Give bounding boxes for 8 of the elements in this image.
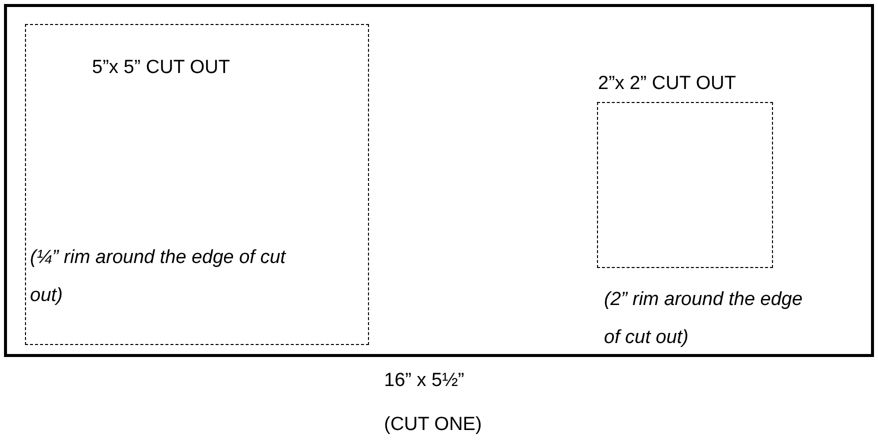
cutout-label: 5”x 5” CUT OUT bbox=[92, 56, 231, 80]
template-outline bbox=[4, 4, 874, 357]
quantity-note: (CUT ONE) bbox=[384, 413, 482, 437]
rim-note: (¼” rim around the edge of cut out) bbox=[30, 246, 288, 308]
dimension-label: 16” x 5½” bbox=[384, 369, 464, 393]
cutout-outline bbox=[25, 24, 369, 345]
rim-note: (2” rim around the edge of cut out) bbox=[604, 288, 804, 350]
cutout-label: 2”x 2” CUT OUT bbox=[598, 72, 737, 96]
